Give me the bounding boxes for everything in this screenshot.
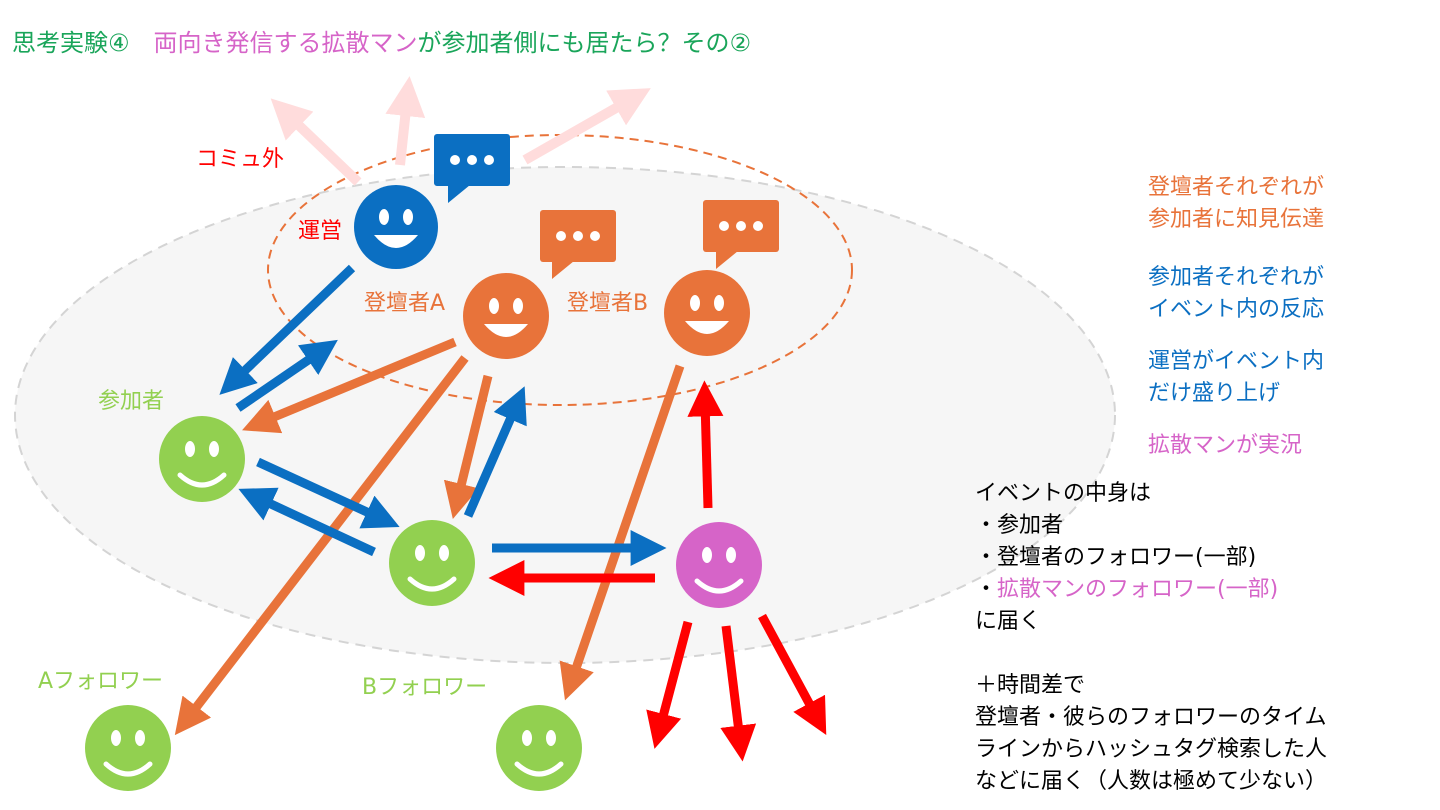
registrant-b-face bbox=[664, 270, 750, 356]
participant-face bbox=[159, 416, 245, 502]
page-title: 思考実験④ 両向き発信する拡散マンが参加者側にも居たら？その② bbox=[12, 28, 751, 58]
side-explanation: イベントの中身は ・参加者 ・登壇者のフォロワー(一部) ・拡散マンのフォロワー… bbox=[975, 478, 1327, 798]
title-part2: 両向き発信する拡散マン bbox=[153, 29, 418, 57]
side-line2: ・参加者 bbox=[975, 513, 1064, 538]
legend-orange: 登壇者それぞれが 参加者に知見伝達 bbox=[1148, 172, 1324, 236]
side-spacer bbox=[975, 638, 1327, 670]
speech-bubble-registrant-a bbox=[540, 210, 616, 279]
legend-orange-line2: 参加者に知見伝達 bbox=[1148, 207, 1325, 232]
side-line5: に届く bbox=[975, 609, 1042, 634]
side-line7: 登壇者・彼らのフォロワーのタイム bbox=[975, 705, 1327, 730]
legend-blue-participants: 参加者それぞれが イベント内の反応 bbox=[1148, 262, 1324, 326]
label-outside: コミュ外 bbox=[196, 147, 285, 172]
registrant-a-face bbox=[463, 273, 549, 359]
label-registrant-b: 登壇者B bbox=[567, 291, 649, 316]
legend-blue2-line2: だけ盛り上げ bbox=[1148, 381, 1281, 406]
speech-bubble-operator bbox=[434, 134, 510, 203]
operator-face bbox=[354, 185, 438, 269]
label-b-follower: Bフォロワー bbox=[362, 675, 488, 700]
label-registrant-a: 登壇者A bbox=[364, 291, 446, 316]
participant-center-face bbox=[389, 520, 475, 606]
red-arrows bbox=[488, 380, 827, 762]
legend-blue2-line1: 運営がイベント内 bbox=[1148, 349, 1325, 374]
legend-blue1-line1: 参加者それぞれが bbox=[1148, 265, 1325, 290]
speech-bubble-registrant-b bbox=[703, 200, 779, 269]
title-part3: が参加者側にも居たら？その② bbox=[417, 29, 752, 57]
label-operator: 運営 bbox=[298, 219, 343, 244]
legend-blue-operator: 運営がイベント内 だけ盛り上げ bbox=[1148, 346, 1324, 410]
side-line4-text: 拡散マンのフォロワー(一部) bbox=[997, 577, 1279, 602]
side-line4: ・拡散マンのフォロワー(一部) bbox=[975, 574, 1327, 606]
legend-orange-line1: 登壇者それぞれが bbox=[1148, 175, 1325, 200]
side-line8: ラインからハッシュタグ検索した人 bbox=[975, 737, 1328, 762]
spreader-face bbox=[676, 522, 762, 608]
title-part1: 思考実験④ bbox=[12, 29, 154, 57]
a-follower-face bbox=[85, 705, 171, 791]
legend-pink-line1: 拡散マンが実況 bbox=[1148, 433, 1303, 458]
side-line1: イベントの中身は bbox=[975, 481, 1152, 506]
side-line4-bullet: ・ bbox=[975, 577, 998, 602]
b-follower-face bbox=[496, 705, 582, 791]
legend-pink: 拡散マンが実況 bbox=[1148, 430, 1302, 462]
blue-arrows bbox=[219, 264, 667, 566]
outward-arrows bbox=[270, 76, 651, 186]
label-participant: 参加者 bbox=[98, 389, 165, 414]
side-line3: ・登壇者のフォロワー(一部) bbox=[975, 545, 1257, 570]
side-line9: などに届く（人数は極めて少ない） bbox=[975, 769, 1328, 794]
legend-blue1-line2: イベント内の反応 bbox=[1148, 297, 1325, 322]
orange-arrows bbox=[174, 337, 685, 736]
label-a-follower: Aフォロワー bbox=[38, 669, 164, 694]
side-line6: ＋時間差で bbox=[975, 673, 1086, 698]
